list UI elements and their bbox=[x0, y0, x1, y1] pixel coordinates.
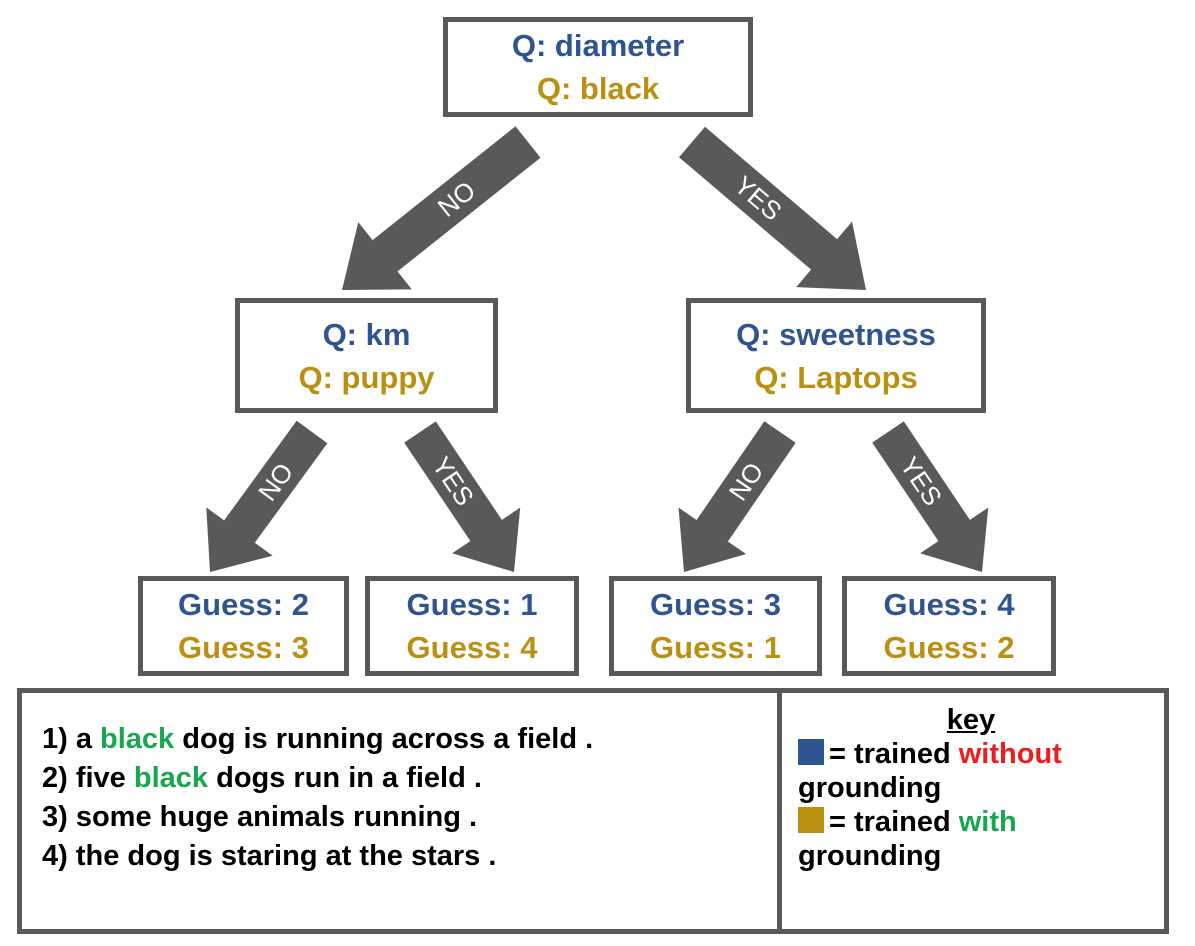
sentence-1: 1) a black dog is running across a field… bbox=[42, 720, 779, 759]
guess-without-grounding: Guess: 1 bbox=[406, 587, 538, 622]
gold-swatch-icon bbox=[798, 807, 824, 833]
arrow-left-no bbox=[206, 420, 328, 572]
guess-with-grounding: Guess: 3 bbox=[178, 630, 309, 665]
sentence-1-suffix: dog is running across a field . bbox=[174, 723, 594, 755]
leaf-guess-node: Guess: 1 Guess: 4 bbox=[365, 576, 579, 676]
root-question-node: Q: diameter Q: black bbox=[443, 17, 753, 117]
blue-swatch-icon bbox=[798, 739, 824, 765]
right-question-node: Q: sweetness Q: Laptops bbox=[686, 298, 986, 413]
right-question-with-grounding: Q: Laptops bbox=[754, 359, 918, 395]
key-row-2-highlight: with bbox=[958, 806, 1017, 838]
guess-with-grounding: Guess: 2 bbox=[883, 630, 1015, 665]
arrow-right-no bbox=[678, 421, 796, 572]
key-title: key bbox=[946, 704, 996, 736]
sentence-2: 2) five black dogs run in a field . bbox=[42, 759, 779, 798]
left-question-without-grounding: Q: km bbox=[322, 316, 411, 352]
sentence-2-prefix: 2) five bbox=[42, 762, 134, 794]
arrow-root-no bbox=[342, 126, 541, 290]
leaf-guess-node: Guess: 3 Guess: 1 bbox=[609, 576, 822, 676]
guess-without-grounding: Guess: 2 bbox=[178, 587, 309, 622]
key-row-without-grounding-cont: grounding bbox=[798, 772, 942, 804]
key-row-with-grounding-cont: grounding bbox=[798, 840, 942, 872]
key-row-2-prefix: = trained bbox=[829, 806, 959, 838]
sentence-2-suffix: dogs run in a field . bbox=[208, 762, 482, 794]
candidate-sentences-box: 1) a black dog is running across a field… bbox=[17, 688, 779, 934]
sentence-1-highlight: black bbox=[100, 723, 175, 755]
arrow-right-yes bbox=[872, 421, 989, 572]
arrow-left-yes bbox=[404, 421, 521, 572]
guess-without-grounding: Guess: 3 bbox=[650, 587, 781, 622]
root-question-without-grounding: Q: diameter bbox=[511, 28, 685, 63]
legend-key-box: key = trained without grounding = traine… bbox=[777, 688, 1169, 934]
left-question-with-grounding: Q: puppy bbox=[298, 359, 435, 395]
leaf-guess-node: Guess: 2 Guess: 3 bbox=[138, 576, 349, 676]
sentence-1-prefix: 1) a bbox=[42, 723, 101, 755]
left-question-node: Q: km Q: puppy bbox=[235, 298, 498, 413]
guess-with-grounding: Guess: 4 bbox=[406, 630, 538, 665]
guess-with-grounding: Guess: 1 bbox=[650, 630, 781, 665]
leaf-guess-node: Guess: 4 Guess: 2 bbox=[842, 576, 1056, 676]
sentence-2-highlight: black bbox=[133, 762, 209, 794]
sentence-3: 3) some huge animals running . bbox=[42, 801, 478, 833]
root-question-with-grounding: Q: black bbox=[536, 71, 660, 106]
key-row-1-prefix: = trained bbox=[829, 738, 959, 770]
guess-without-grounding: Guess: 4 bbox=[883, 587, 1015, 622]
key-row-1-highlight: without bbox=[958, 738, 1062, 770]
arrow-root-yes bbox=[679, 126, 866, 290]
arrow-group bbox=[206, 126, 989, 572]
sentence-4: 4) the dog is staring at the stars . bbox=[42, 840, 497, 872]
key-row-with-grounding: = trained with bbox=[798, 805, 1164, 839]
key-row-without-grounding: = trained without bbox=[798, 737, 1164, 771]
right-question-without-grounding: Q: sweetness bbox=[736, 316, 936, 352]
